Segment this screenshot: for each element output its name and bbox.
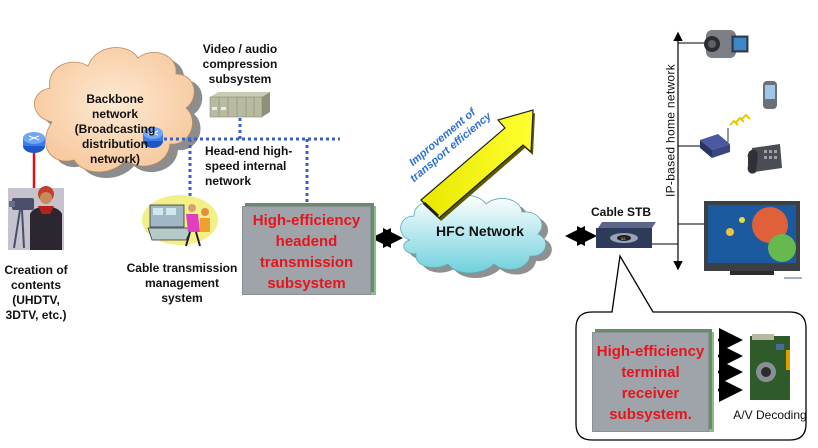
terminal-receiver-subsystem-box: High-efficiency terminal receiver subsys… xyxy=(592,332,709,432)
wireless-router-icon xyxy=(700,134,730,158)
creation-line-1: Creation of xyxy=(4,263,68,277)
content-creator-camera-icon xyxy=(8,186,64,250)
headend-net-line-3: network xyxy=(205,174,252,188)
television-icon xyxy=(704,201,802,279)
cable-stb-icon: 88 xyxy=(596,222,656,248)
decoding-arrows xyxy=(718,328,743,402)
headend-tx-line-1: High-efficiency xyxy=(252,212,361,229)
router-icon-left xyxy=(23,132,45,188)
backbone-line-5: network) xyxy=(89,152,140,166)
backbone-line-1: Backbone xyxy=(86,92,144,106)
compression-subsystem-label: Video / audio compression subsystem xyxy=(195,42,285,87)
creation-line-2: contents xyxy=(10,278,61,292)
creation-line-4: 3DTV, etc.) xyxy=(5,308,67,322)
terminal-rx-line-3: receiver xyxy=(621,385,680,402)
creation-line-3: (UHDTV, xyxy=(12,293,60,307)
transport-efficiency-arrow xyxy=(420,109,535,221)
compression-line-1: Video / audio xyxy=(202,42,278,56)
headend-net-line-1: Head-end high- xyxy=(205,144,293,158)
terminal-rx-line-4: subsystem. xyxy=(609,406,692,423)
cable-stb-label: Cable STB xyxy=(590,205,651,219)
cable-management-operator-icon xyxy=(142,195,218,247)
backbone-line-3: (Broadcasting xyxy=(74,122,156,136)
headend-net-line-2: speed internal xyxy=(205,159,287,173)
headend-tx-line-4: subsystem xyxy=(267,275,346,292)
backbone-line-4: distribution xyxy=(82,137,148,151)
terminal-rx-line-2: terminal xyxy=(621,364,680,381)
headend-tx-line-2: headend xyxy=(275,233,338,250)
router-icon-right xyxy=(143,127,163,148)
av-decoder-board-icon xyxy=(750,334,790,400)
mobile-phone-icon xyxy=(763,81,777,109)
backbone-network-label: Backbone network (Broadcasting distribut… xyxy=(60,92,170,167)
compression-rack-icon xyxy=(209,92,270,118)
headend-internal-network-lines xyxy=(164,118,340,205)
compression-line-2: compression xyxy=(202,57,278,71)
av-decoding-label: A/V Decoding xyxy=(733,408,807,422)
wireless-signal-icon xyxy=(729,113,751,126)
svg-text:88: 88 xyxy=(621,236,626,241)
terminal-rx-line-1: High-efficiency xyxy=(596,343,705,360)
hfc-network-label: HFC Network xyxy=(436,223,524,239)
content-creation-label: Creation of contents (UHDTV, 3DTV, etc.) xyxy=(0,263,72,323)
backbone-line-2: network xyxy=(91,107,138,121)
headend-internal-network-label: Head-end high- speed internal network xyxy=(205,144,305,189)
cable-mgmt-line-1: Cable transmission xyxy=(126,261,238,275)
desk-phone-icon xyxy=(747,144,782,174)
camcorder-icon xyxy=(704,30,749,58)
headend-tx-line-3: transmission xyxy=(259,254,354,271)
compression-line-3: subsystem xyxy=(208,72,272,86)
home-network-label: IP-based home network xyxy=(663,63,678,198)
cable-management-label: Cable transmission management system xyxy=(126,261,238,306)
cable-mgmt-line-2: management system xyxy=(144,276,220,305)
headend-transmission-subsystem-box: High-efficiency headend transmission sub… xyxy=(242,206,371,295)
